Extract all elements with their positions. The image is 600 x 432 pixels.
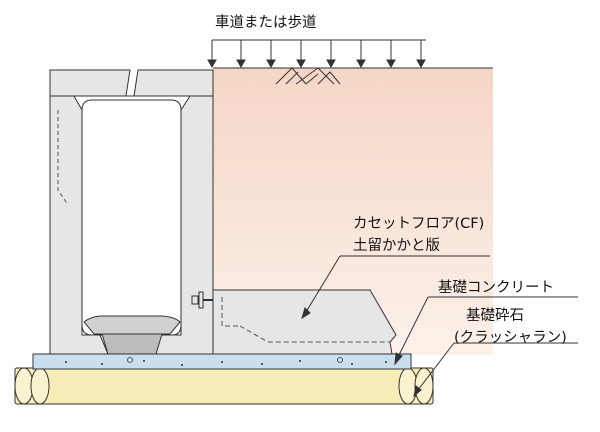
retaining-wall-body [49,69,214,355]
foundation-concrete [32,353,412,370]
foundation-concrete-label: 基礎コンクリート [438,279,554,296]
load-label: 車道または歩道 [215,14,317,31]
connector-bolt [191,291,213,309]
cassette-floor-label: カセットフロア(CF) [353,216,484,232]
leader-lines [301,255,578,398]
crushed-stone-base [14,367,434,405]
crushed-stone-label: 基礎砕石 [466,307,524,324]
load-arrows [207,39,426,69]
crusher-run-label: (クラッシャラン) [454,329,567,346]
heel-slab-label: 土留かかと版 [353,237,440,254]
cassette-floor-heel-slab [212,289,397,355]
earth-pressure-marks [275,67,341,85]
